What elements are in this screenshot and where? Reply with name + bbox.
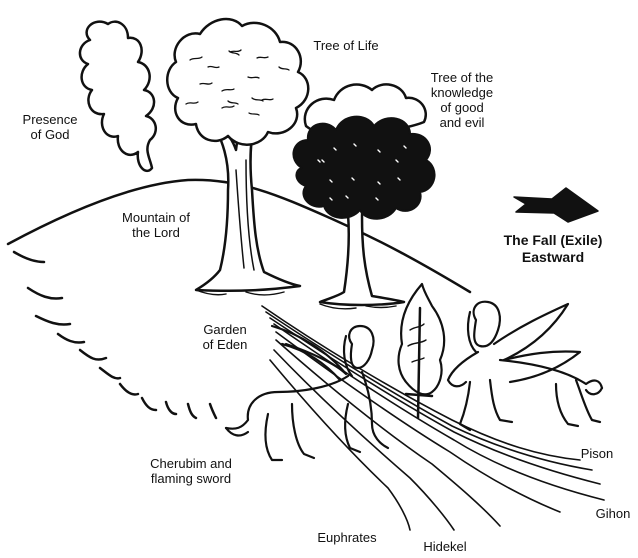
tree-of-life-icon xyxy=(167,19,308,291)
mountain-of-the-lord-label: Mountain of the Lord xyxy=(104,210,208,240)
garden-of-eden-label: Garden of Eden xyxy=(180,322,270,352)
hidekel-label: Hidekel xyxy=(410,539,480,554)
fall-exile-label: The Fall (Exile) Eastward xyxy=(488,232,618,266)
eastward-arrow-icon xyxy=(514,188,598,222)
presence-line-1: Presence xyxy=(6,112,94,127)
pison-label: Pison xyxy=(572,446,622,461)
right-cherub-icon xyxy=(448,302,602,430)
tree-of-knowledge-label: Tree of the knowledge of good and evil xyxy=(412,70,512,130)
cherubim-label: Cherubim and flaming sword xyxy=(134,456,248,486)
presence-of-god-label: Presence of God xyxy=(6,112,94,142)
presence-cloud-icon xyxy=(80,22,156,171)
euphrates-label: Euphrates xyxy=(302,530,392,545)
flaming-sword-icon xyxy=(399,284,445,418)
presence-line-2: of God xyxy=(6,127,94,142)
tree-of-life-label: Tree of Life xyxy=(296,38,396,53)
gihon-label: Gihon xyxy=(588,506,638,521)
